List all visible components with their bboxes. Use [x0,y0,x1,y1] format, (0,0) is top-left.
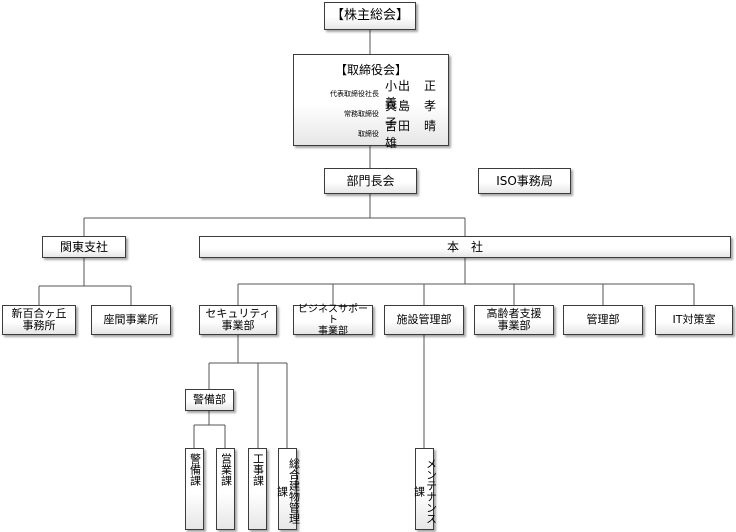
head-office-box: 本 社 [199,236,731,258]
board-member-name: 小出 正義 [385,79,438,110]
security-division-box: セキュリティ 事業部 [199,305,277,335]
facility-management-label: 施設管理部 [396,313,452,326]
elderly-support-division-box: 高齢者支援 事業部 [474,305,554,335]
branch-office-box: 座間事業所 [91,305,171,335]
department-heads-box: 部門長会 [324,168,417,194]
board-member-role: 常務取締役 [344,110,379,118]
department-heads-label: 部門長会 [346,174,395,188]
board-member-role: 取締役 [358,130,379,138]
maintenance-section-box: メンテナンス課 [412,448,438,530]
board-member-name: 真島 孝子 [385,99,438,130]
branch-office-box: 新百合ヶ丘 事務所 [2,305,76,335]
shareholders-meeting-box: 【株主総会】 [324,2,416,30]
guard-section-label: 警備課 [188,453,202,486]
sales-section-box: 営業課 [216,448,235,530]
construction-section-label: 工事課 [251,453,265,486]
elderly-support-division-label: 高齢者支援 事業部 [486,307,542,332]
guard-section-box: 警備課 [185,448,204,530]
sales-section-label: 営業課 [219,453,233,486]
board-member-row: 代表取締役社長 小出 正義 [297,79,445,110]
board-member-row: 常務取締役 真島 孝子 [297,99,445,130]
business-support-division-label: ビジネスサポート 事業部 [298,303,368,337]
branch-office-label: 新百合ヶ丘 事務所 [11,307,67,332]
board-title: 【取締役会】 [334,63,407,77]
admin-department-label: 管理部 [586,313,620,326]
admin-department-box: 管理部 [563,305,643,335]
construction-section-box: 工事課 [248,448,267,530]
guard-department-label: 警備部 [193,393,226,406]
kanto-branch-box: 関東支社 [42,236,126,258]
building-management-section-label: 総合建物管理課 [275,458,301,524]
board-member-role: 代表取締役社長 [330,90,379,98]
branch-office-label: 座間事業所 [103,313,159,326]
iso-office-label: ISO事務局 [496,174,553,188]
iso-office-box: ISO事務局 [478,168,571,194]
security-division-label: セキュリティ 事業部 [205,307,271,332]
board-member-row: 取締役 吉田 晴雄 [297,119,445,150]
kanto-branch-label: 関東支社 [59,240,108,254]
business-support-division-box: ビジネスサポート 事業部 [293,303,373,337]
head-office-label: 本 社 [446,240,483,254]
board-of-directors-box: 【取締役会】 代表取締役社長 小出 正義 常務取締役 真島 孝子 取締役 吉田 … [293,54,449,150]
it-office-label: IT対策室 [672,313,716,326]
guard-department-box: 警備部 [185,389,234,411]
it-office-box: IT対策室 [655,305,733,335]
shareholders-meeting-label: 【株主総会】 [330,8,409,23]
board-member-name: 吉田 晴雄 [385,119,438,150]
building-management-section-box: 総合建物管理課 [275,448,301,530]
maintenance-section-label: メンテナンス課 [412,458,438,524]
facility-management-box: 施設管理部 [384,305,464,335]
